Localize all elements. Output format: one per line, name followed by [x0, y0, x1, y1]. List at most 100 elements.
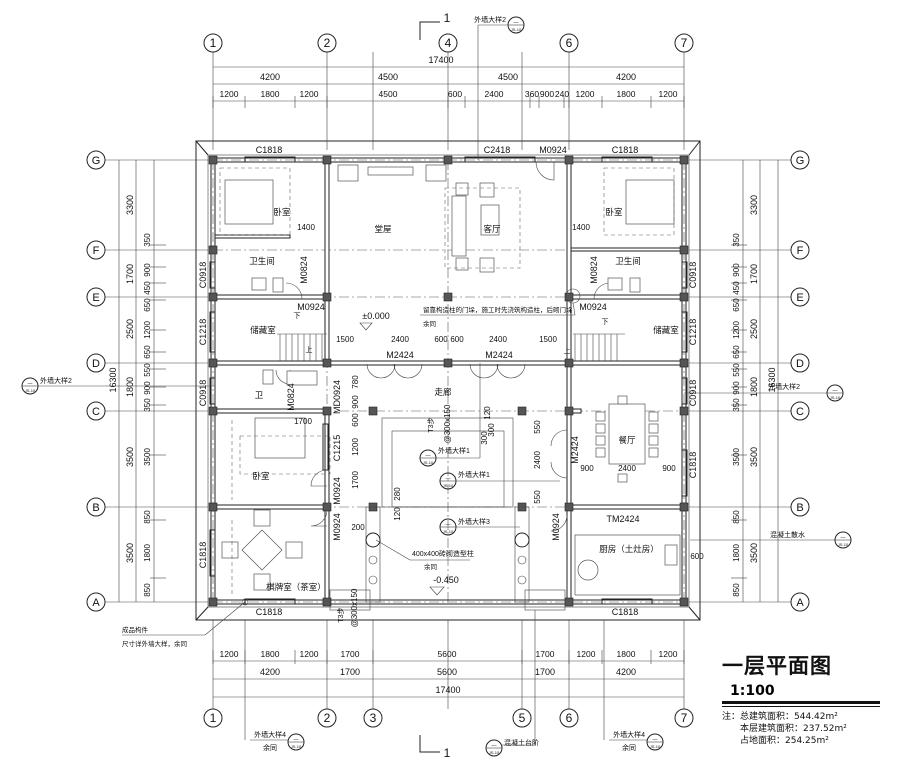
dining-chair	[648, 411, 659, 422]
structural-column	[564, 155, 574, 165]
inner-dimension: 600	[434, 335, 448, 344]
structural-column	[368, 406, 378, 416]
door-swing	[285, 282, 303, 300]
vanity	[286, 370, 318, 386]
axis-label-right: F	[797, 245, 804, 257]
inner-dimension: 1200	[351, 438, 360, 456]
dim-left-detail: 900	[143, 381, 152, 395]
room-label: 棋牌室（茶室）	[266, 582, 326, 592]
dim-total-right: 16300	[767, 367, 777, 392]
bed-right	[625, 179, 675, 225]
dining-chair	[595, 411, 606, 422]
dim-bottom-detail: 1200	[300, 649, 319, 659]
inner-dimension: 1500	[539, 335, 557, 344]
axis-bubble-top	[674, 33, 694, 53]
window	[681, 377, 688, 405]
window	[209, 377, 216, 405]
dim-left: 3500	[125, 543, 135, 563]
section-mark-label: 1	[444, 746, 451, 760]
axis-bubble-right	[790, 497, 810, 517]
dim-right-detail: 850	[732, 583, 741, 597]
opening-label: M0924	[539, 145, 567, 155]
axis-bubble-left	[86, 401, 106, 421]
dim-top-detail: 1200	[300, 89, 319, 99]
structural-column	[564, 292, 574, 302]
hall-furniture	[425, 164, 447, 182]
inner-dimension: 200	[351, 523, 365, 532]
dim-top-detail: 2400	[485, 89, 504, 99]
axis-bubble-right	[790, 592, 810, 612]
french-door-swing	[366, 363, 396, 379]
structural-column	[443, 155, 453, 165]
dim-right: 1700	[749, 264, 759, 284]
inner-dimension: 120	[483, 406, 492, 420]
dim-top-detail: 1800	[261, 89, 280, 99]
opening-label: C1818	[256, 145, 283, 155]
callout-label: 外墙大样3	[458, 517, 490, 526]
exterior-wall-inner	[214, 161, 683, 601]
interior-wall	[214, 234, 291, 239]
opening-label: TM2424	[606, 514, 639, 524]
room-label: 客厅	[483, 224, 501, 234]
window	[601, 598, 653, 605]
room-label: 卧室	[273, 207, 291, 217]
dim-top-detail: 4500	[379, 89, 398, 99]
dim-left: 1800	[125, 377, 135, 397]
dim-left-detail: 650	[143, 345, 152, 359]
axis-label-left: D	[92, 358, 100, 370]
dim-bottom-detail: 5600	[438, 649, 457, 659]
dim-right-detail: 650	[732, 298, 741, 312]
dim-left-detail: 350	[143, 398, 152, 412]
callout-label: 混凝土台阶	[504, 738, 539, 747]
column-note: 400x400砖砌造型柱	[412, 549, 474, 558]
axis-bubble-top	[317, 33, 337, 53]
callout-sheet: JS-10	[443, 483, 454, 488]
prefab-label: 成品构件	[122, 625, 149, 634]
window	[681, 311, 688, 353]
inner-dimension: 550	[533, 490, 542, 504]
callout-label: 外墙大样4	[613, 730, 645, 739]
level-marker	[429, 586, 445, 596]
axis-label-bottom: 5	[519, 711, 526, 725]
structural-column	[322, 155, 332, 165]
dim-bottom: 1700	[535, 667, 555, 677]
callout-number: —	[294, 737, 299, 743]
door-swing	[310, 469, 328, 487]
dim-top: 4500	[378, 72, 398, 82]
structural-column	[208, 155, 218, 165]
structural-column	[679, 358, 689, 368]
structural-column	[322, 358, 332, 368]
structural-column	[322, 406, 332, 416]
dim-right-detail: 350	[732, 398, 741, 412]
interior-wall	[570, 294, 685, 300]
title-underline-thin	[722, 706, 880, 707]
tea-chair	[253, 509, 271, 527]
window	[244, 598, 296, 605]
plan-geometry	[21, 16, 852, 757]
bed-left	[224, 179, 274, 225]
inner-dimension: 300	[487, 423, 496, 437]
callout-number: —	[833, 388, 838, 394]
axis-label-top: 7	[681, 36, 688, 50]
line	[195, 606, 209, 621]
interior-wall	[214, 408, 328, 414]
structural-column	[679, 292, 689, 302]
note-total-area: 总建筑面积：544.42m²	[740, 712, 838, 722]
drawing-scale: 1:100	[730, 683, 775, 699]
dim-left-detail: 850	[143, 510, 152, 524]
structural-column	[564, 358, 574, 368]
dim-total-left: 16300	[108, 367, 118, 392]
dim-top: 4200	[616, 72, 636, 82]
door-swing	[550, 514, 568, 532]
opening-label-vertical: MD0924	[332, 380, 342, 414]
axis-bubble-bottom	[559, 708, 579, 728]
axis-bubble-top	[559, 33, 579, 53]
floor-level: ±0.000	[362, 311, 389, 321]
rug	[444, 187, 521, 269]
interior-wall	[214, 504, 328, 510]
same-elsewhere-note: 余同	[424, 562, 437, 571]
window	[601, 156, 653, 163]
toilet	[272, 277, 284, 293]
structural-column	[517, 406, 527, 416]
dim-right-detail: 650	[732, 345, 741, 359]
